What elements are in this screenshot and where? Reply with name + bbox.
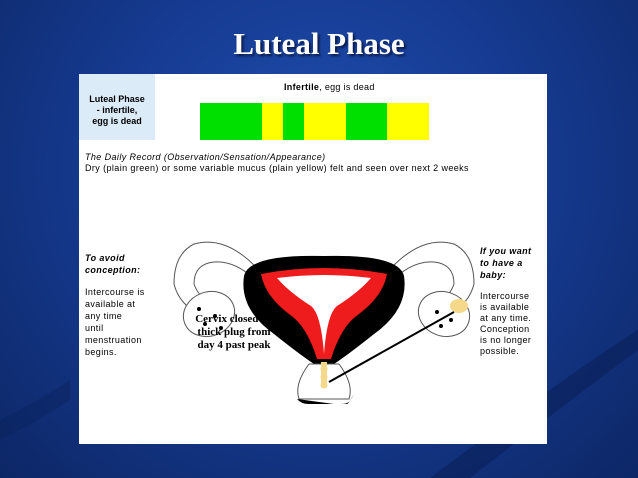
infertile-caption: Infertile, egg is dead [284, 82, 375, 92]
content-panel: Luteal Phase - infertile, egg is dead In… [79, 74, 547, 444]
chart-bar-segment [345, 103, 388, 140]
phase-label: Luteal Phase - infertile, egg is dead [89, 94, 145, 126]
slide-title: Luteal Phase [233, 26, 405, 61]
daily-record-title: The Daily Record (Observation/Sensation/… [85, 152, 326, 162]
mucus-chart-bar [200, 103, 429, 140]
want-baby-heading: If you want to have a baby: [480, 246, 532, 280]
want-baby-text: Intercourse is available at any time. Co… [480, 291, 532, 356]
left-ovary [182, 290, 236, 338]
infertile-bold: Infertile [284, 82, 320, 92]
chart-bar-segment [304, 103, 346, 140]
ovum [450, 299, 468, 313]
avoid-conception-heading: To avoid conception: [85, 253, 141, 275]
cervix-caption: Cervix closed by thick plug from day 4 p… [195, 313, 273, 351]
chart-bar-segment [262, 103, 284, 140]
uterus-illustration [173, 241, 475, 404]
daily-record-text: Dry (plain green) or some variable mucus… [85, 163, 469, 173]
chart-bar-segment [200, 103, 263, 140]
infertile-rest: , egg is dead [319, 82, 375, 92]
phase-label-box: Luteal Phase - infertile, egg is dead [79, 74, 155, 140]
chart-bar-segment [283, 103, 305, 140]
avoid-conception-text: Intercourse is available at any time unt… [85, 287, 145, 357]
chart-bar-segment [387, 103, 429, 140]
